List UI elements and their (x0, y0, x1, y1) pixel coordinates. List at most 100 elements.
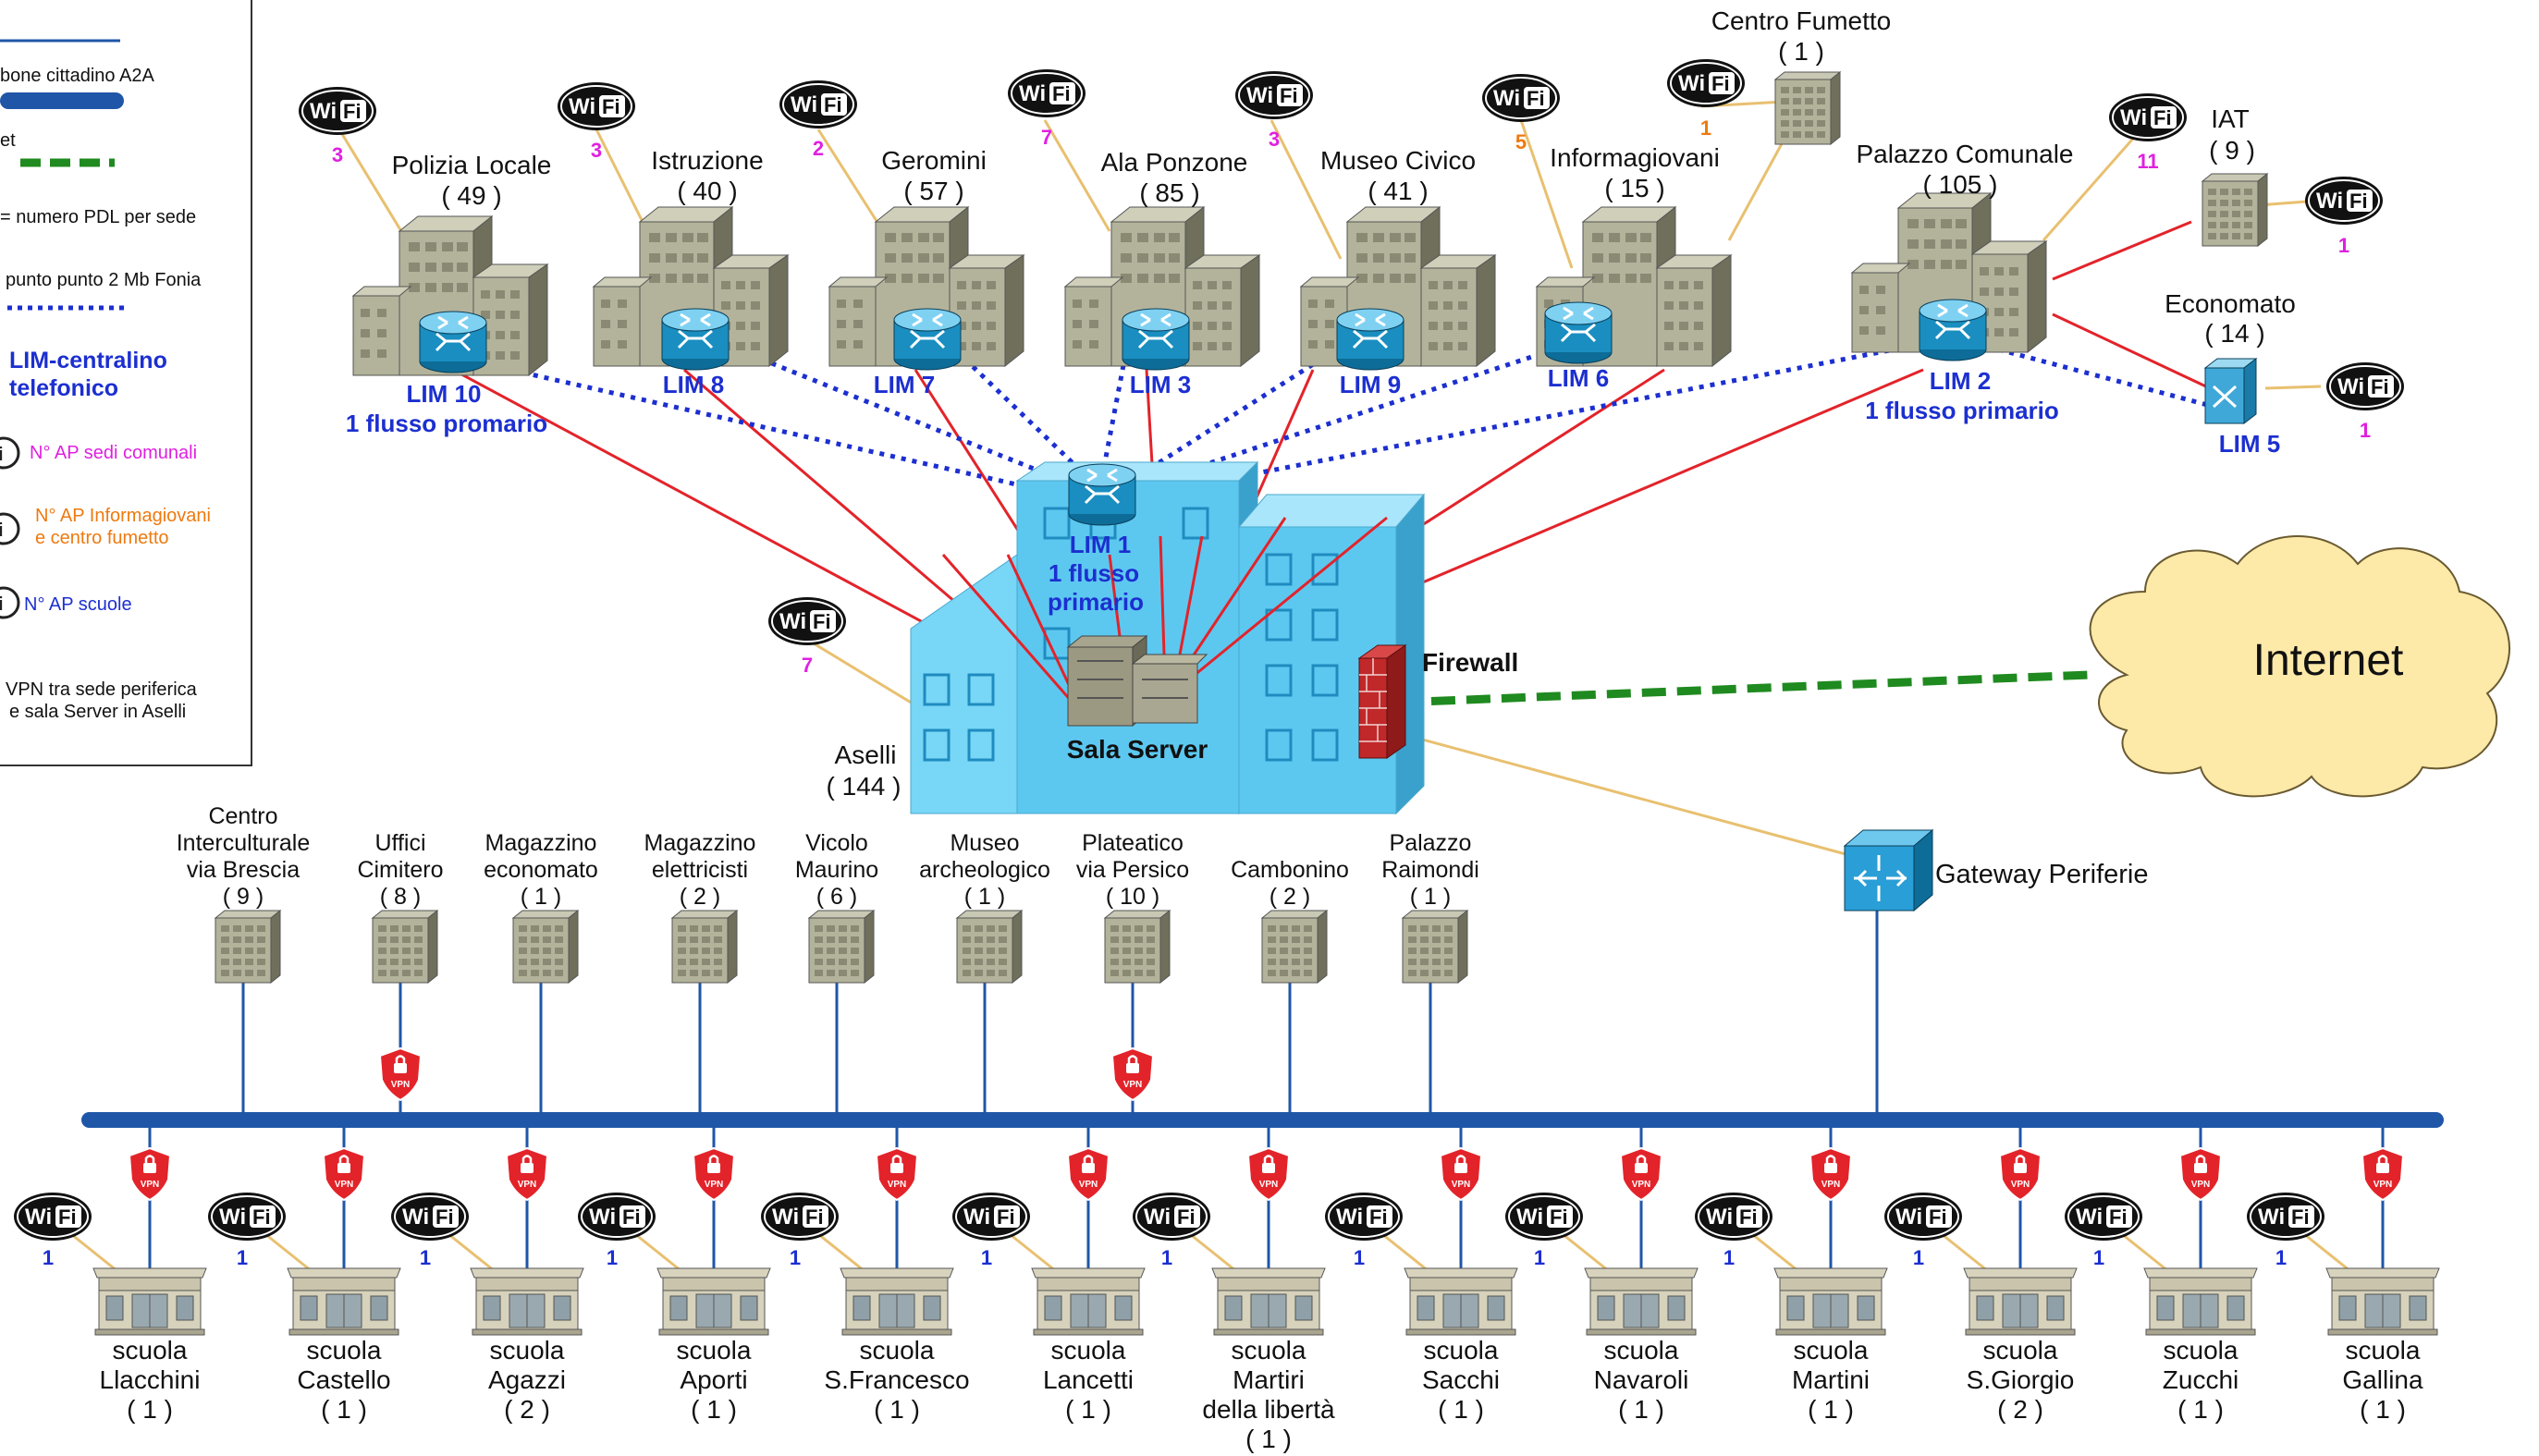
school-icon (1211, 1267, 1326, 1336)
school-count: ( 1 ) (1618, 1395, 1664, 1424)
school-name-line: della libertà (1202, 1395, 1335, 1424)
site-name-line: Museo (950, 830, 1019, 856)
school-count: ( 2 ) (1997, 1395, 2043, 1424)
site-name: Ala Ponzone (1101, 148, 1248, 177)
school-name-line: scuola (490, 1336, 565, 1364)
site-count: ( 1 ) (1778, 37, 1824, 66)
top-sites (352, 71, 2268, 425)
lim-label: LIM 2 (1930, 367, 1991, 395)
building-icon (1774, 71, 1841, 145)
wifi-icon (779, 80, 858, 129)
school-icon (1963, 1267, 2078, 1336)
wifi-count: 7 (1041, 126, 1052, 149)
wifi-link (1562, 1232, 1610, 1273)
lim-label: LIM 5 (2219, 430, 2280, 458)
school-name-line: scuola (307, 1336, 382, 1364)
aselli-count: ( 144 ) (827, 772, 902, 801)
wifi-icon (0, 512, 20, 545)
site-name: Polizia Locale (392, 151, 552, 179)
lim-label: LIM 7 (874, 371, 935, 398)
site-count: ( 9 ) (223, 884, 264, 910)
wifi-link (448, 1232, 496, 1273)
wifi-counts: 3 3 2 7 3 5 1 11 1 1 7 (332, 116, 2371, 677)
school-name-line: Martini (1792, 1365, 1870, 1394)
wifi-count: 1 (420, 1246, 431, 1269)
site-name-line: Uffici (374, 830, 425, 856)
wifi-icon (1666, 58, 1746, 108)
wifi-count: 1 (607, 1246, 618, 1269)
wifi-icon (1883, 1192, 1963, 1242)
legend-item-backbone: bone cittadino A2A (0, 66, 154, 86)
wifi-icon (760, 1192, 840, 1242)
school-icon (92, 1267, 207, 1336)
backbone-line (81, 1112, 2444, 1128)
site-name-line: Maurino (795, 857, 878, 883)
site-count: ( 10 ) (1106, 884, 1159, 910)
school-count: ( 1 ) (1245, 1425, 1292, 1453)
lim-label: LIM 8 (663, 371, 724, 398)
site-count: ( 85 ) (1139, 178, 1199, 207)
legend-item-lim-2: telefonico (9, 375, 118, 401)
school-icon (287, 1267, 401, 1336)
wifi-icon (207, 1192, 287, 1242)
site-count: ( 2 ) (1270, 884, 1310, 910)
school-count: ( 1 ) (321, 1395, 367, 1424)
vpn-icon (2361, 1146, 2405, 1202)
school-name-line: Castello (297, 1365, 390, 1394)
site-count: ( 2 ) (680, 884, 720, 910)
wifi-link (634, 1232, 682, 1273)
wifi-icon (2325, 361, 2405, 411)
wifi-count: 1 (1534, 1246, 1545, 1269)
wifi-icon (2246, 1192, 2325, 1242)
vpn-icon (128, 1146, 172, 1202)
wifi-count: 7 (802, 654, 813, 677)
site-name: Geromini (881, 146, 987, 175)
wifi-icon (1132, 1192, 1211, 1242)
school-name-line: S.Francesco (824, 1365, 969, 1394)
school-count: ( 1 ) (874, 1395, 920, 1424)
school-icon (1404, 1267, 1518, 1336)
building-icon (372, 910, 438, 984)
wifi-count: 1 (2275, 1246, 2287, 1269)
site-count: ( 105 ) (1923, 170, 1998, 199)
legend-item-internet: et (0, 130, 16, 151)
site-name-line: via Brescia (187, 857, 300, 883)
link-economato (2052, 312, 2211, 390)
wifi-link (264, 1232, 313, 1273)
site-name-line: Centro (208, 803, 277, 829)
site-name-line: archeologico (919, 857, 1050, 883)
school-icon (2143, 1267, 2258, 1336)
wifi-icon (390, 1192, 470, 1242)
site-count: ( 6 ) (816, 884, 857, 910)
school-icon (2325, 1267, 2440, 1336)
lim1-label: LIM 1 (1070, 531, 1131, 558)
school-name-line: scuola (1232, 1336, 1306, 1364)
site-name-line: Cimitero (357, 857, 443, 883)
fonia-lim3 (1102, 364, 1126, 463)
school-count: ( 1 ) (1438, 1395, 1484, 1424)
router-icon (1543, 300, 1613, 365)
router-icon (892, 307, 963, 372)
vpn-icon (1246, 1146, 1291, 1202)
wifi-count: 1 (237, 1246, 248, 1269)
site-name: Centro Fumetto (1711, 6, 1892, 35)
building-icon (671, 910, 738, 984)
svg-text:i: i (0, 445, 4, 465)
building-icon (956, 910, 1023, 984)
vpn-icon (505, 1146, 549, 1202)
site-name: Museo Civico (1320, 146, 1476, 175)
wifi-icon (0, 436, 20, 470)
lim-label: 1 flusso promario (346, 410, 547, 437)
wifi-icon (13, 1192, 92, 1242)
school-count: ( 1 ) (1065, 1395, 1111, 1424)
site-name-line: via Persico (1076, 857, 1189, 883)
wifi-count: 3 (1269, 128, 1280, 151)
legend-backbone-icon (0, 92, 124, 109)
